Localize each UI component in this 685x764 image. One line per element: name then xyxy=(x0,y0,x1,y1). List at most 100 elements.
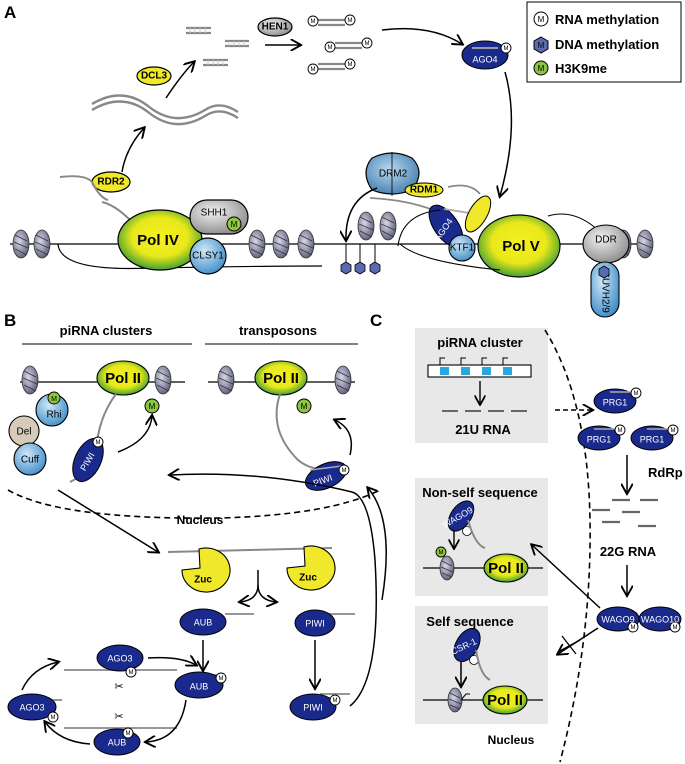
ktf1-protein: KTF1 xyxy=(448,234,476,262)
h3k9me-mark-c: M xyxy=(435,546,447,558)
svg-text:PRG1: PRG1 xyxy=(603,397,628,407)
arrow-ago4-to-polv xyxy=(500,71,513,196)
svg-text:M: M xyxy=(538,15,545,24)
svg-text:M: M xyxy=(348,62,353,68)
legend-label-h3k9me: H3K9me xyxy=(555,61,607,76)
svg-text:Zuc: Zuc xyxy=(299,573,317,584)
22g-rna-lines xyxy=(592,498,658,528)
svg-text:Pol II: Pol II xyxy=(263,370,299,387)
non-self-box xyxy=(415,478,548,596)
pirna-cluster-title: piRNA cluster xyxy=(437,335,522,350)
pol-v-complex: Pol V xyxy=(464,195,561,278)
svg-text:RDM1: RDM1 xyxy=(410,185,439,196)
clsy1-protein: CLSY1 xyxy=(189,237,227,275)
svg-text:M: M xyxy=(538,64,545,73)
svg-text:M: M xyxy=(231,220,238,229)
dsrna-strand xyxy=(91,94,239,126)
aub-center: AUB xyxy=(179,608,254,636)
arrow-drm2-methylation xyxy=(346,187,378,240)
pol-ii-right: Pol II xyxy=(254,360,308,396)
panel-label-a: A xyxy=(4,3,16,22)
svg-text:PRG1: PRG1 xyxy=(640,434,665,444)
arrow-dcl3 xyxy=(165,62,194,99)
svg-text:Del: Del xyxy=(16,427,31,438)
pirna-cluster-box xyxy=(415,328,548,443)
21u-rna-label: 21U RNA xyxy=(455,422,511,437)
svg-text:AUB: AUB xyxy=(190,681,209,691)
svg-text:Pol II: Pol II xyxy=(105,370,141,387)
svg-text:SUVH2/9: SUVH2/9 xyxy=(599,271,610,313)
svg-text:M: M xyxy=(538,41,545,50)
non-self-title: Non-self sequence xyxy=(422,485,538,500)
svg-text:M: M xyxy=(342,468,347,474)
svg-text:DRM2: DRM2 xyxy=(379,169,408,180)
scissors-icon: ✂ xyxy=(114,681,123,693)
prg1-left: M PRG1 xyxy=(577,424,626,451)
rna-methyl-icon: M xyxy=(533,11,549,27)
header-transposons: transposons xyxy=(239,323,317,338)
pol-ii-self: Pol II xyxy=(482,685,528,715)
pol-ii-left: Pol II xyxy=(96,360,150,396)
h3k9me-icon: M xyxy=(533,60,549,76)
nucleus-label-b: Nucleus xyxy=(177,513,224,527)
svg-text:RDR2: RDR2 xyxy=(97,177,125,188)
svg-text:PRG1: PRG1 xyxy=(587,434,612,444)
hen1-protein: HEN1 xyxy=(257,17,293,37)
dcl3-protein: DCL3 xyxy=(136,66,172,86)
svg-text:WAGO9: WAGO9 xyxy=(601,614,634,624)
svg-text:M: M xyxy=(129,670,134,676)
svg-text:Cuff: Cuff xyxy=(21,455,39,466)
svg-text:M: M xyxy=(149,402,156,411)
svg-text:Zuc: Zuc xyxy=(194,575,212,586)
rdm1-protein: RDM1 xyxy=(404,182,444,198)
svg-text:Pol II: Pol II xyxy=(487,692,523,709)
svg-text:M: M xyxy=(301,402,308,411)
svg-text:CLSY1: CLSY1 xyxy=(192,251,224,262)
svg-text:M: M xyxy=(96,440,101,446)
svg-text:DCL3: DCL3 xyxy=(141,71,168,82)
svg-text:KTF1: KTF1 xyxy=(450,243,475,254)
ago3-top: AGO3 M xyxy=(64,644,177,678)
svg-text:M: M xyxy=(219,676,224,682)
pol-iv-complex: Pol IV xyxy=(117,209,203,271)
del-protein: Del xyxy=(8,415,40,447)
svg-text:PIWI: PIWI xyxy=(305,618,325,628)
pirna-cluster-track xyxy=(427,357,532,378)
svg-text:SHH1: SHH1 xyxy=(201,208,228,219)
svg-text:M: M xyxy=(126,731,131,737)
svg-text:Pol IV: Pol IV xyxy=(137,232,179,249)
svg-text:M: M xyxy=(439,550,444,556)
zuc-left: Zuc xyxy=(181,547,231,593)
block-mark xyxy=(557,635,581,655)
rdr2-protein: RDR2 xyxy=(91,171,131,193)
svg-text:M: M xyxy=(634,391,639,397)
svg-text:M: M xyxy=(618,428,623,434)
rdrp-label: RdRp xyxy=(648,465,683,480)
prg1-right: M PRG1 xyxy=(630,424,679,451)
panel-label-c: C xyxy=(370,311,382,330)
svg-text:M: M xyxy=(311,19,316,25)
svg-text:AUB: AUB xyxy=(194,617,213,627)
svg-text:WAGO10: WAGO10 xyxy=(641,614,679,624)
svg-text:PIWI: PIWI xyxy=(303,702,323,712)
legend-label-rna-methylation: RNA methylation xyxy=(555,12,659,27)
svg-text:M: M xyxy=(51,715,56,721)
ago4-top-protein: M AGO4 xyxy=(461,40,512,70)
legend: M RNA methylation M DNA methylation M H3… xyxy=(526,1,682,83)
rhi-protein: Rhi M xyxy=(35,391,69,427)
svg-text:HEN1: HEN1 xyxy=(262,22,289,33)
arrow-to-ago4 xyxy=(381,27,462,44)
aub-bottom: AUB M xyxy=(64,727,177,756)
aub-right: AUB M xyxy=(174,671,227,699)
svg-text:M: M xyxy=(504,46,509,52)
svg-text:DDR: DDR xyxy=(595,235,617,246)
svg-text:M: M xyxy=(328,45,333,51)
svg-text:Pol II: Pol II xyxy=(488,560,524,577)
nucleus-membrane-c xyxy=(544,329,591,763)
shh1-protein: SHH1 M xyxy=(189,199,249,235)
piwi-bottom: PIWI M xyxy=(289,693,350,721)
piwi-right: PIWI M xyxy=(304,461,350,491)
dna-methyl-icon: M xyxy=(533,36,549,54)
wago9-cyto: M WAGO9 xyxy=(596,606,640,633)
